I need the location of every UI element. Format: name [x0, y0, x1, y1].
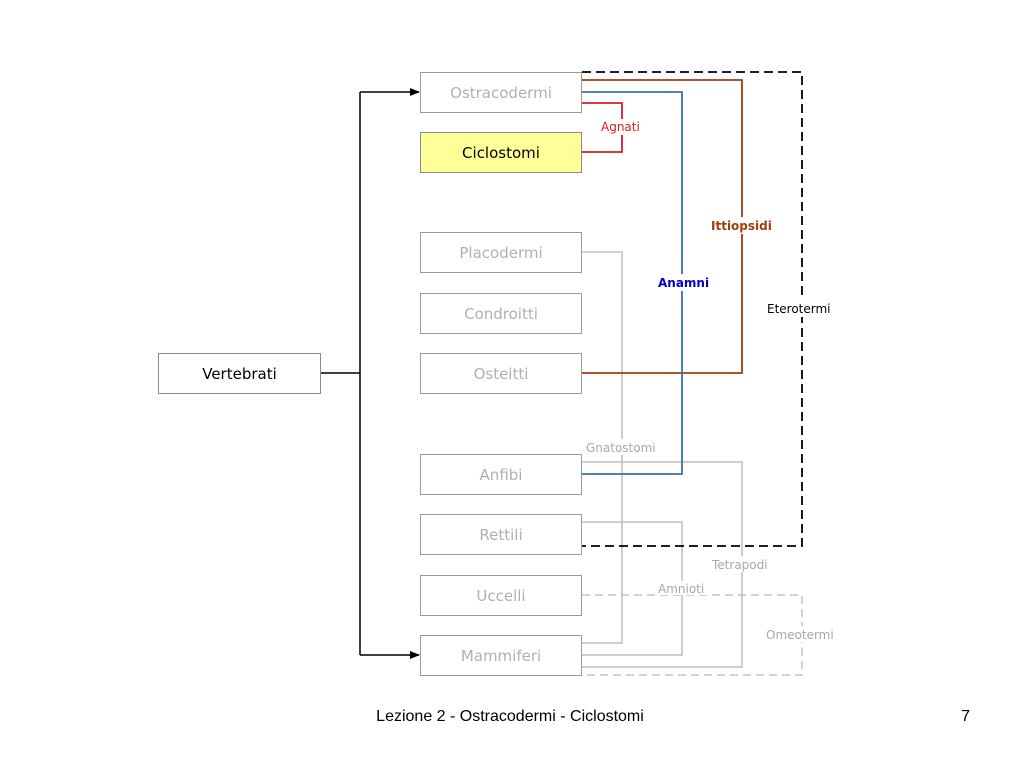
page-number: 7 — [961, 708, 970, 725]
agnati-label: Agnati — [601, 120, 640, 134]
footer-title: Lezione 2 - Ostracodermi - Ciclostomi — [376, 708, 644, 725]
amnioti-label: Amnioti — [658, 582, 705, 596]
mammiferi-box: Mammiferi — [420, 635, 582, 676]
placodermi-box: Placodermi — [420, 232, 582, 273]
omeotermi-label: Omeotermi — [766, 628, 834, 642]
condroitti-box: Condroitti — [420, 293, 582, 334]
uccelli-box: Uccelli — [420, 575, 582, 616]
vertebrati-box: Vertebrati — [158, 353, 321, 394]
eterotermi-label: Eterotermi — [767, 302, 831, 316]
root-tree-connector — [320, 88, 420, 659]
ittiopsidi-label: Ittiopsidi — [711, 219, 772, 233]
gnatostomi-label: Gnatostomi — [586, 441, 656, 455]
anfibi-box: Anfibi — [420, 454, 582, 495]
rettili-box: Rettili — [420, 514, 582, 555]
osteitti-box: Osteitti — [420, 353, 582, 394]
tetrapodi-label: Tetrapodi — [712, 558, 768, 572]
anamni-label: Anamni — [658, 276, 710, 290]
ciclostomi-box: Ciclostomi — [420, 132, 582, 173]
ostracodermi-box: Ostracodermi — [420, 72, 582, 113]
